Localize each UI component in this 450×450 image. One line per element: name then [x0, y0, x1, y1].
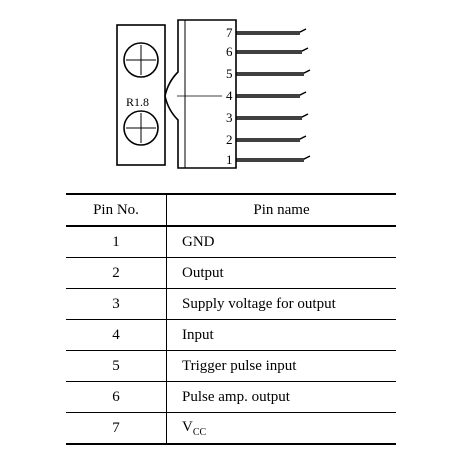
pin-number-7: 7: [226, 25, 233, 40]
table-row: 6 Pulse amp. output: [66, 381, 396, 413]
pin-no-cell: 6: [66, 381, 167, 413]
pin-name-cell: GND: [182, 233, 215, 250]
radius-label: R1.8: [126, 95, 149, 109]
column-header-pin-name: Pin name: [253, 201, 310, 218]
mounting-hole-upper: [123, 42, 159, 78]
package-outline-diagram: R1.8 7 6 5 4 3 2 1: [116, 19, 311, 169]
table-row: 4 Input: [66, 319, 396, 351]
pin-no-cell: 7: [66, 412, 167, 444]
mounting-hole-lower: [123, 110, 159, 146]
pin-no-cell: 3: [66, 288, 167, 320]
pin-name-cell: Supply voltage for output: [182, 295, 336, 312]
pin-number-2: 2: [226, 132, 233, 147]
pin-number-6: 6: [226, 44, 233, 59]
table-header-row: Pin No. Pin name: [66, 194, 396, 226]
pin-number-5: 5: [226, 66, 233, 81]
table-row: 3 Supply voltage for output: [66, 288, 396, 320]
table-row: 2 Output: [66, 257, 396, 289]
pin-no-cell: 2: [66, 257, 167, 289]
column-header-pin-no: Pin No.: [66, 194, 167, 226]
table-row: 1 GND: [66, 226, 396, 258]
pin-no-cell: 5: [66, 350, 167, 382]
pin-name-cell: VCC: [167, 413, 397, 445]
pin-number-1: 1: [226, 152, 233, 167]
pin-name-cell: Pulse amp. output: [182, 388, 290, 405]
table-row: 5 Trigger pulse input: [66, 350, 396, 382]
pin-name-cell: Input: [182, 326, 214, 343]
table-row: 7 VCC: [66, 412, 397, 445]
resin-body: [164, 19, 237, 169]
vcc-label: V: [182, 418, 193, 435]
pin-no-cell: 1: [66, 226, 167, 258]
pin-number-4: 4: [226, 88, 233, 103]
pin-leads: [236, 28, 311, 162]
pin-name-cell: Trigger pulse input: [182, 357, 297, 374]
pin-assignment-table: Pin No. Pin name 1 GND 2 Output 3 Supply…: [66, 193, 396, 445]
pin-number-3: 3: [226, 110, 233, 125]
vcc-subscript: CC: [192, 426, 207, 438]
pin-no-cell: 4: [66, 319, 167, 351]
pin-name-cell: Output: [182, 264, 224, 281]
